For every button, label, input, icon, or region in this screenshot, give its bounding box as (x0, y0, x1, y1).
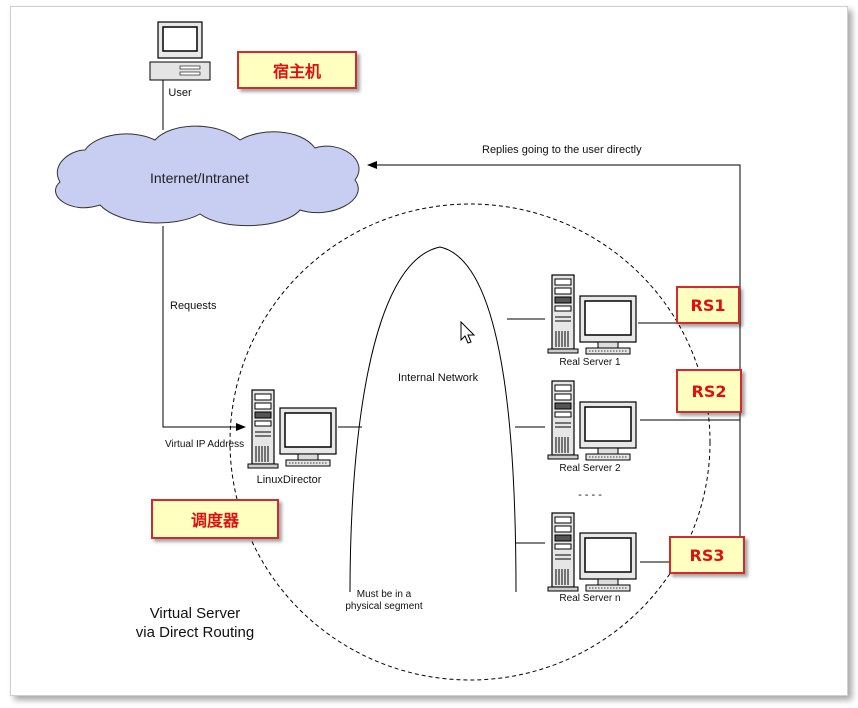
scheduler-tag: 调度器 (151, 499, 279, 539)
rs2-tag: RS2 (676, 369, 742, 413)
title-line-2: via Direct Routing (135, 624, 255, 641)
internal-network-label: Internal Network (398, 372, 479, 384)
user-label: User (168, 87, 192, 99)
vip-label: Virtual IP Address (165, 439, 245, 450)
requests-path (162, 226, 246, 431)
rs3-tag: RS3 (669, 536, 745, 574)
linux-director-computer (247, 389, 337, 469)
rs2-label: Real Server 2 (559, 463, 621, 474)
real-server-n-computer (547, 512, 637, 592)
title-line-1: Virtual Server (149, 605, 241, 622)
segment-label-line1: Must be in a (356, 589, 412, 600)
diagram-frame (10, 6, 848, 696)
real-server-1-computer (547, 274, 637, 355)
cursor-icon (460, 320, 476, 344)
replies-path (367, 161, 741, 320)
rs1-tag: RS1 (676, 286, 740, 324)
rs1-label: Real Server 1 (559, 357, 621, 368)
rsn-label: Real Server n (559, 593, 621, 604)
user-computer (149, 21, 211, 81)
replies-label: Replies going to the user directly (482, 144, 642, 156)
requests-label: Requests (170, 300, 217, 312)
cloud-label: Internet/Intranet (150, 170, 249, 186)
diagram-title: Virtual Server via Direct Routing (136, 604, 254, 642)
ellipsis-label: - - - - (578, 489, 602, 501)
director-label: LinuxDirector (256, 474, 322, 486)
segment-label-line2: physical segment (345, 601, 423, 612)
host-tag: 宿主机 (237, 51, 357, 89)
cloud-shape (55, 125, 360, 227)
internal-network-arch (349, 246, 517, 593)
real-server-2-computer (547, 380, 637, 461)
virtual-server-boundary (229, 203, 711, 681)
